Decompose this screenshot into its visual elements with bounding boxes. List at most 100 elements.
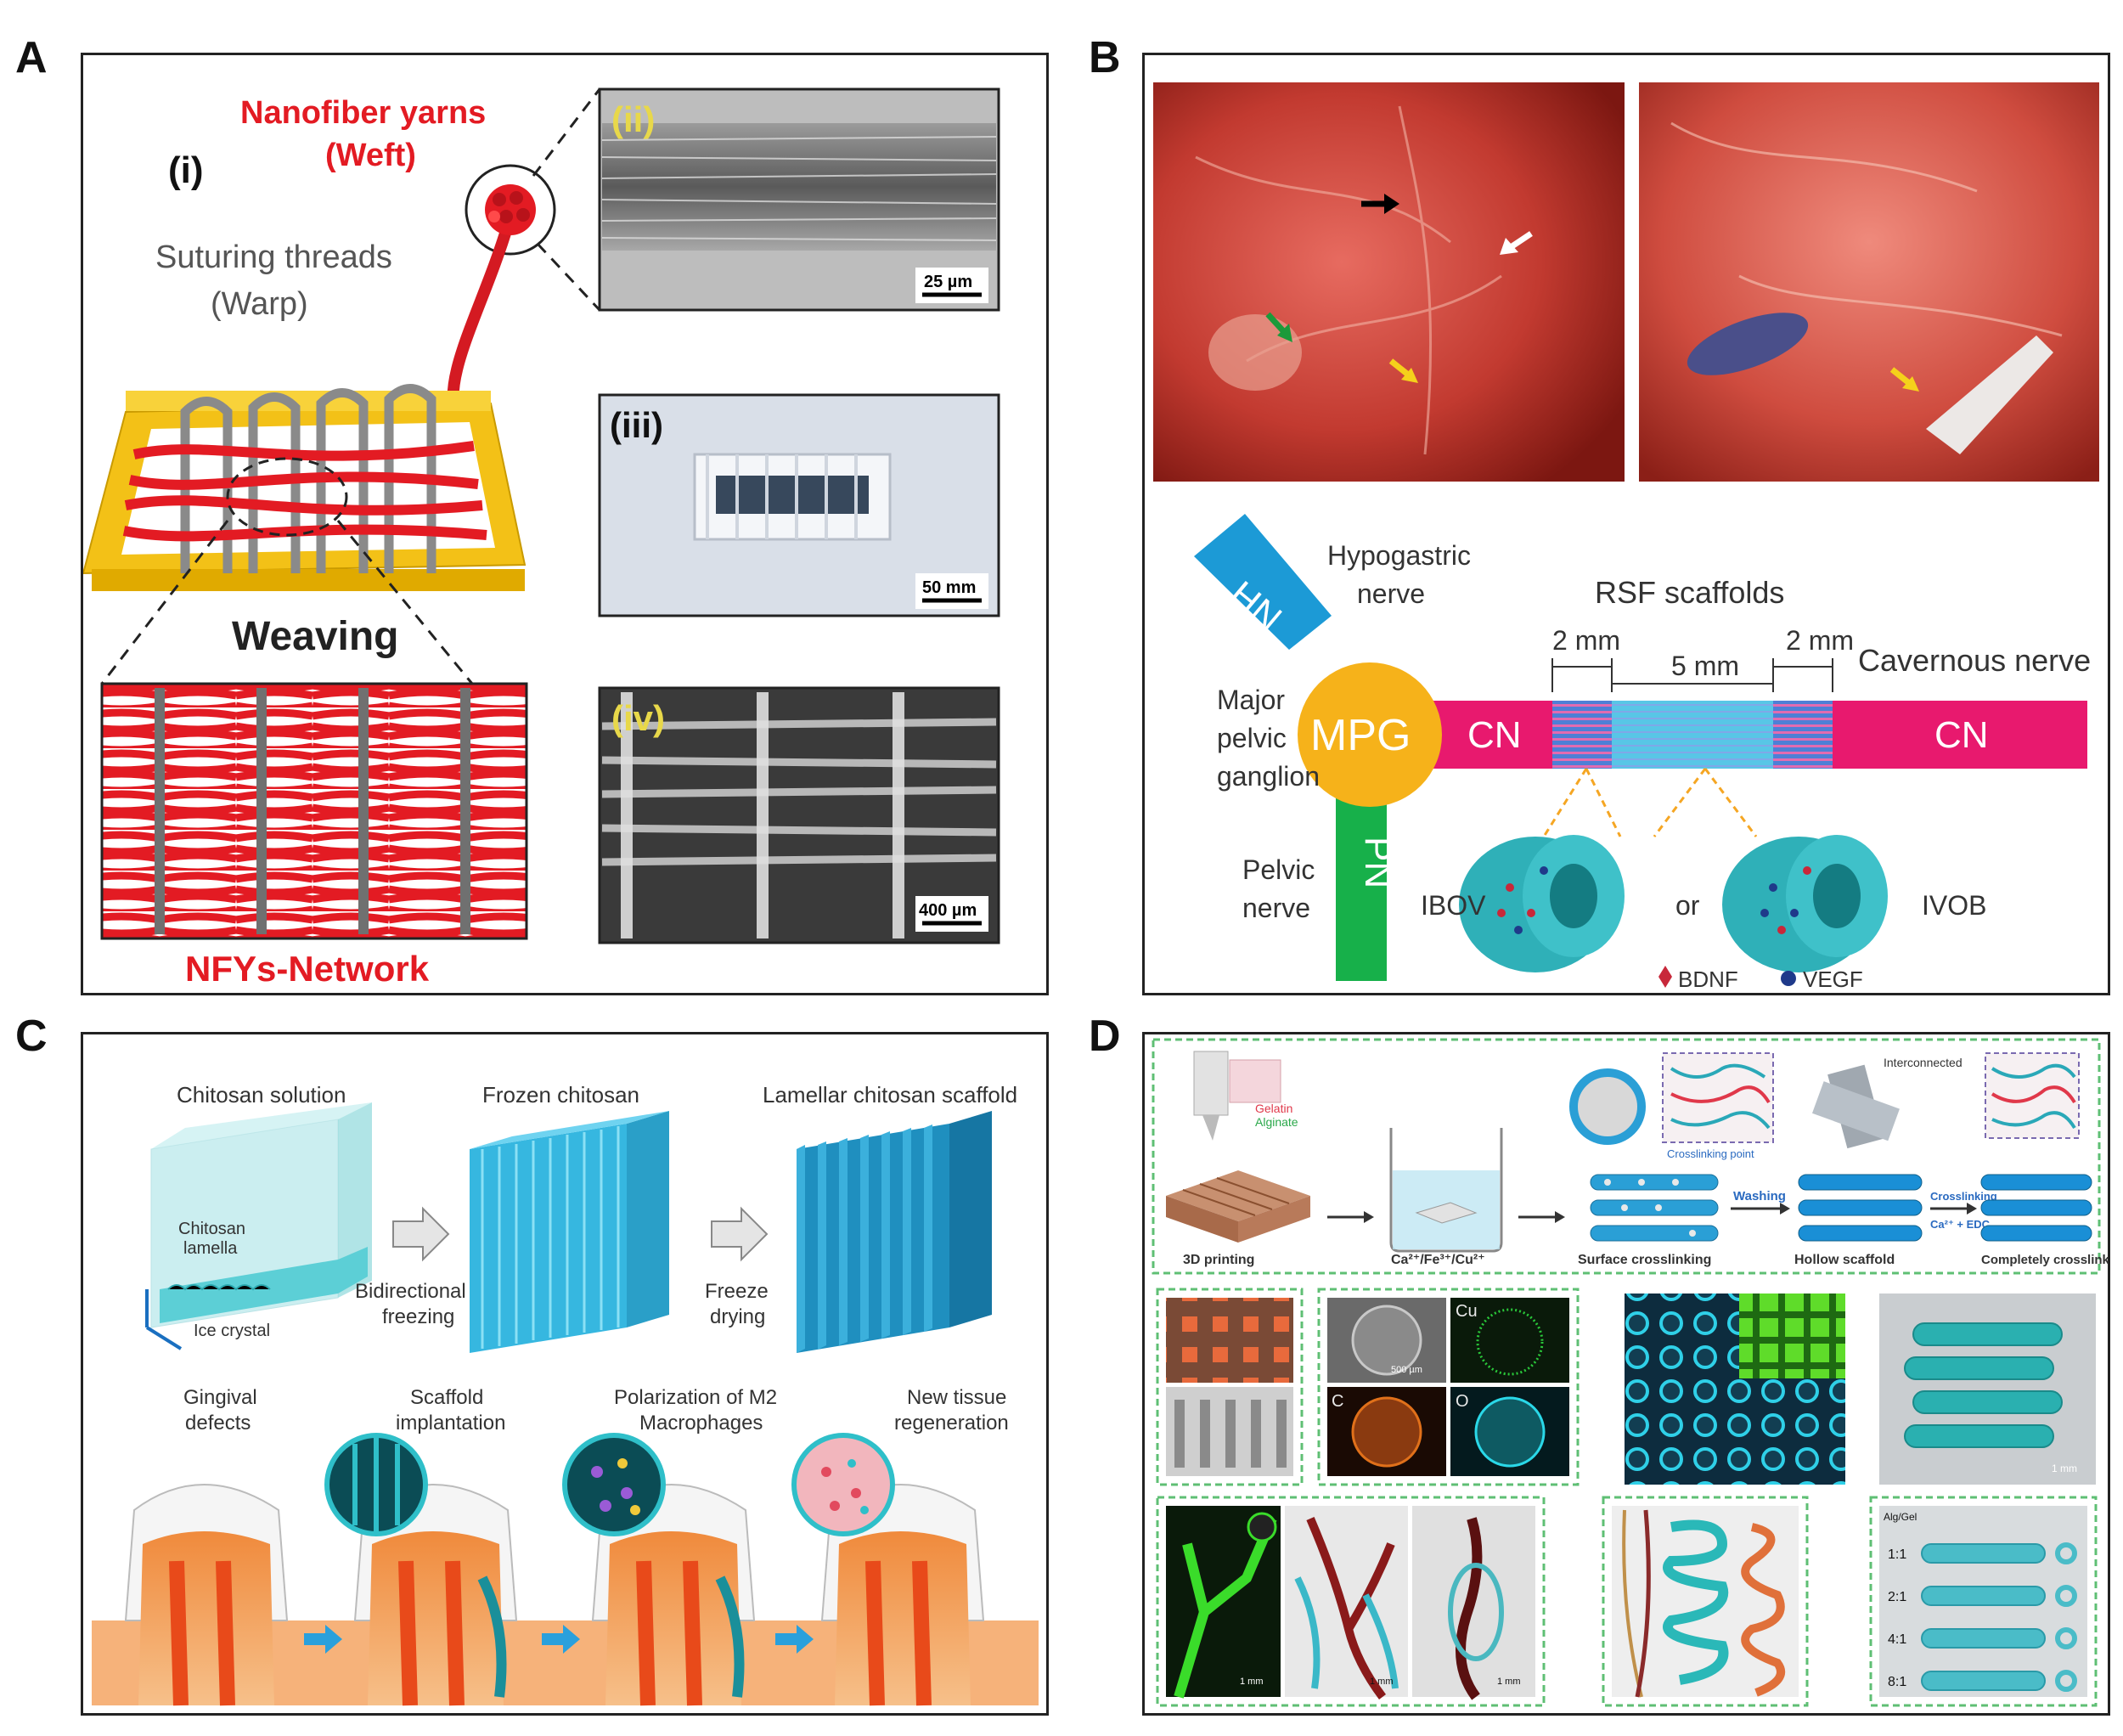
cn-left-label: CN bbox=[1467, 714, 1522, 756]
eds-cu-map bbox=[1450, 1298, 1569, 1383]
step1-label-1: Bidirectional bbox=[355, 1280, 466, 1303]
complete-zoom bbox=[1985, 1052, 2080, 1139]
zoom-macrophages bbox=[562, 1433, 666, 1536]
scaffold-end-left bbox=[1552, 701, 1612, 769]
green-inset-photo bbox=[1739, 1294, 1845, 1378]
cn-right-label: CN bbox=[1934, 714, 1989, 756]
stage1-label-2: defects bbox=[185, 1412, 251, 1434]
sub-label-iv: (iv) bbox=[611, 698, 665, 738]
arrow-step-1 bbox=[392, 1206, 450, 1262]
ratio-4: 8:1 bbox=[1888, 1675, 1906, 1689]
surgical-photo-right bbox=[1639, 82, 2099, 482]
ions-label: Ca²⁺/Fe³⁺/Cu²⁺ bbox=[1391, 1253, 1485, 1267]
hn-branch bbox=[1194, 514, 1332, 650]
lamellar-label: Lamellar chitosan scaffold bbox=[763, 1082, 1017, 1108]
scale-1mm-a: 1 mm bbox=[2052, 1463, 2077, 1474]
hypogastric-label-1: Hypogastric bbox=[1327, 540, 1471, 571]
pelvic-label-2: nerve bbox=[1242, 893, 1310, 923]
gelatin-label: Gelatin bbox=[1255, 1102, 1292, 1115]
nfy-network-image bbox=[100, 682, 528, 940]
probe-tip bbox=[1926, 335, 2053, 454]
ratio-1: 1:1 bbox=[1888, 1547, 1906, 1562]
panel-b: HN Hypogastric nerve RSF scaffolds 2 mm … bbox=[1142, 53, 2110, 995]
major-label-3: ganglion bbox=[1217, 761, 1320, 792]
printed-grid-photo bbox=[1166, 1298, 1293, 1383]
cn-right-bar bbox=[1833, 701, 2087, 769]
frozen-cube bbox=[470, 1111, 669, 1353]
interconnected-label: Interconnected bbox=[1884, 1056, 1963, 1069]
warp-label: (Warp) bbox=[211, 286, 308, 322]
rsf-label: RSF scaffolds bbox=[1595, 575, 1784, 610]
nanofiber-label: Nanofiber yarns bbox=[240, 95, 486, 131]
weaving-frame bbox=[82, 384, 527, 591]
scale-1mm-c: 1 mm bbox=[1370, 1677, 1394, 1687]
weft-label: (Weft) bbox=[325, 138, 416, 173]
major-label-2: pelvic bbox=[1217, 723, 1287, 753]
surface-label: Surface crosslinking bbox=[1578, 1253, 1711, 1267]
cu-label: Cu bbox=[1456, 1302, 1478, 1321]
photo-iii bbox=[598, 393, 1000, 617]
or-label: or bbox=[1675, 890, 1700, 921]
pn-label: PN bbox=[1357, 837, 1399, 888]
solution-cube bbox=[145, 1102, 372, 1350]
stage4-label-1: New tissue bbox=[907, 1386, 1006, 1409]
printing-label: 3D printing bbox=[1183, 1253, 1254, 1267]
vegf-legend-icon bbox=[1781, 971, 1796, 986]
mpg-label: MPG bbox=[1310, 711, 1411, 760]
sub-label-ii: (ii) bbox=[611, 99, 655, 139]
ivob-label: IVOB bbox=[1922, 890, 1986, 921]
o-label: O bbox=[1456, 1392, 1469, 1411]
arrow-step-2 bbox=[711, 1206, 769, 1262]
scale-1mm-b: 1 mm bbox=[1240, 1677, 1264, 1687]
panel-letter-a: A bbox=[15, 33, 48, 82]
zoom-tissue bbox=[791, 1433, 895, 1536]
surface-crosslinked-stack bbox=[1590, 1174, 1719, 1242]
sub-label-i: (i) bbox=[168, 149, 204, 191]
stage3-label-1: Polarization of M2 bbox=[614, 1386, 777, 1409]
frozen-label: Frozen chitosan bbox=[482, 1082, 639, 1108]
panel-c: Chitosan solution Frozen chitosan Lamell… bbox=[81, 1032, 1049, 1716]
stage2-label-2: implantation bbox=[396, 1412, 505, 1434]
c-label: C bbox=[1332, 1392, 1343, 1411]
teeth-row bbox=[92, 1484, 1039, 1706]
ibov-label: IBOV bbox=[1421, 890, 1486, 921]
stage3-label-2: Macrophages bbox=[639, 1412, 763, 1434]
surgical-photo-left bbox=[1153, 82, 1625, 482]
scale-bar-iv: 400 µm bbox=[919, 901, 977, 920]
panel-letter-d: D bbox=[1089, 1012, 1121, 1061]
scaffold-middle bbox=[1612, 701, 1773, 769]
panel-d: Gelatin Alginate 3D printing Ca²⁺/Fe³⁺/C… bbox=[1142, 1032, 2123, 1716]
scaffold-end-right bbox=[1773, 701, 1833, 769]
teal-scaffold-photo bbox=[1879, 1294, 2096, 1485]
hollow-scaffold-stack bbox=[1798, 1174, 1923, 1242]
weaving-label: Weaving bbox=[232, 614, 399, 659]
stage2-label-1: Scaffold bbox=[410, 1386, 483, 1409]
yarn-callout-circle bbox=[465, 164, 556, 256]
stage1-label-1: Gingival bbox=[183, 1386, 257, 1409]
scale-500um: 500 µm bbox=[1391, 1365, 1422, 1375]
hollow-label: Hollow scaffold bbox=[1794, 1253, 1895, 1267]
dim-left: 2 mm bbox=[1552, 625, 1620, 656]
panel-a: (i) Nanofiber yarns (Weft) Suturing thre… bbox=[81, 53, 1049, 995]
vegf-legend: VEGF bbox=[1803, 967, 1863, 992]
sub-label-iii: (iii) bbox=[610, 405, 663, 445]
suturing-label: Suturing threads bbox=[155, 240, 392, 275]
complete-label: Completely crosslinked bbox=[1981, 1253, 2108, 1267]
lamella-label-1: Chitosan bbox=[178, 1220, 245, 1238]
panel-a-figure: (i) Nanofiber yarns (Weft) Suturing thre… bbox=[82, 87, 1000, 989]
stage4-label-2: regeneration bbox=[894, 1412, 1009, 1434]
scale-1mm-d: 1 mm bbox=[1497, 1677, 1521, 1687]
ice-label: Ice crystal bbox=[194, 1322, 270, 1340]
ibov-tube bbox=[1459, 835, 1625, 972]
step2-label-2: drying bbox=[710, 1305, 765, 1328]
bdnf-legend-icon bbox=[1658, 966, 1672, 988]
step2-label-1: Freeze bbox=[705, 1280, 769, 1303]
panel-letter-c: C bbox=[15, 1012, 48, 1061]
lamella-label-2: lamella bbox=[183, 1239, 238, 1258]
crosslink-agents-label: Ca²⁺ + EDC bbox=[1930, 1218, 1991, 1231]
pelvic-label-1: Pelvic bbox=[1242, 854, 1315, 885]
step1-label-2: freezing bbox=[382, 1305, 454, 1328]
crosslinking-label: Crosslinking bbox=[1930, 1190, 1997, 1203]
scale-bar-ii: 25 µm bbox=[924, 273, 972, 291]
scale-bar-iii: 50 mm bbox=[922, 578, 976, 597]
